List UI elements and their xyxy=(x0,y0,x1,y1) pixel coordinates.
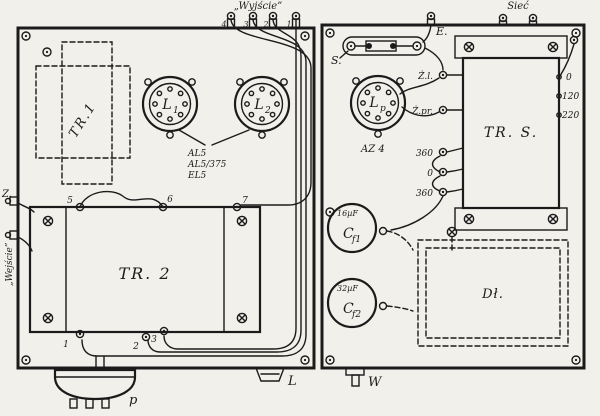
socket-lp-label: L xyxy=(368,95,378,111)
filter-cap-cf1 xyxy=(326,202,378,254)
wire xyxy=(230,19,312,206)
cap-label: C xyxy=(343,226,354,242)
tr2-terminal-number: 6 xyxy=(167,195,173,205)
socket-l1-sub: 1 xyxy=(173,106,179,116)
e-label: E. xyxy=(435,25,448,38)
tube-type: AL5 xyxy=(187,149,206,159)
fuse-cap xyxy=(366,43,372,49)
wire xyxy=(95,355,105,371)
tr2-terminal-number: 5 xyxy=(67,196,73,206)
strip-label: 360 xyxy=(416,149,433,159)
tap-terminal xyxy=(556,74,562,80)
wire xyxy=(147,19,302,353)
cap-value: 32µF xyxy=(337,284,358,293)
filter-cap-cf2 xyxy=(326,277,378,329)
strip-label: 0 xyxy=(427,169,433,179)
output-terminal-number: 2 xyxy=(262,20,268,29)
foot-l-label: L xyxy=(287,374,297,389)
wire xyxy=(446,74,464,111)
switch-w-label: W xyxy=(368,375,383,390)
az4-label: AZ 4 xyxy=(360,144,385,155)
fuse-s-label: S. xyxy=(331,54,342,67)
tr2-terminal-number: 2 xyxy=(132,342,139,352)
tr1-footprint xyxy=(61,41,113,185)
socket-lp-sub: p xyxy=(380,104,386,114)
output-terminal-number: 4 xyxy=(220,20,226,29)
cap-label: C xyxy=(343,301,354,317)
leader-line xyxy=(211,129,250,146)
right-chassis-panel-outline xyxy=(320,23,586,370)
wire xyxy=(559,43,575,77)
strip-label: 360 xyxy=(416,189,433,199)
socket-l2-label: L xyxy=(253,97,263,113)
tube-type: EL5 xyxy=(187,171,207,181)
mains-tap-label: 0 xyxy=(566,73,572,83)
tube-type: AL5/375 xyxy=(187,160,227,170)
wire xyxy=(401,106,440,117)
wire xyxy=(424,47,444,71)
fuse-holder xyxy=(342,36,426,56)
tap-terminal xyxy=(556,93,562,99)
trs-label: TR. S. xyxy=(484,125,538,141)
z-label: Z. xyxy=(1,189,12,200)
socket-l1-label: L xyxy=(161,97,171,113)
plug-pin xyxy=(85,398,94,409)
plug-pin xyxy=(69,398,78,409)
wire xyxy=(17,202,35,213)
switch-stem xyxy=(351,374,360,387)
tr2-terminal-number: 1 xyxy=(63,340,69,350)
cap-sub: f2 xyxy=(351,310,361,320)
wire xyxy=(422,24,432,43)
mains-tap-label: 120 xyxy=(562,92,579,102)
cap-sub: f1 xyxy=(351,235,361,245)
output-terminal-number: 1 xyxy=(286,20,291,29)
wire xyxy=(399,77,440,95)
terminal-icon xyxy=(4,197,12,205)
wire xyxy=(81,19,307,357)
dl-label: Dł. xyxy=(481,287,504,302)
tr2-label: TR. 2 xyxy=(118,264,171,283)
plug-pin xyxy=(101,398,110,409)
plug-p-label: p xyxy=(129,393,138,408)
wire xyxy=(79,190,164,208)
socket-l2-sub: 2 xyxy=(264,106,271,116)
wire xyxy=(390,195,444,231)
output-terminal-number: 3 xyxy=(243,20,248,29)
wyjscie-label: „Wyjście” xyxy=(234,1,283,12)
tr2-terminal-number: 7 xyxy=(242,196,248,206)
mains-tap-label: 220 xyxy=(561,111,579,121)
strip-label: Ż.l. xyxy=(417,70,433,82)
wire xyxy=(386,305,414,312)
choke-dl-outline xyxy=(417,239,569,347)
mains-plug-p xyxy=(53,368,137,401)
trs-flange xyxy=(454,207,568,231)
tr1-footprint xyxy=(35,65,131,159)
terminal-icon xyxy=(4,231,12,239)
rubber-foot-l xyxy=(254,367,286,382)
leader-line xyxy=(339,50,349,59)
tr2-transformer xyxy=(28,205,262,334)
wire xyxy=(163,19,297,350)
wire xyxy=(431,155,441,192)
fuse-cap xyxy=(390,43,396,49)
wejscie-label: „Wejście” xyxy=(4,242,15,286)
cap-value: 16µF xyxy=(337,209,358,218)
wire xyxy=(17,236,33,252)
siec-label: Sieć xyxy=(507,1,529,12)
wire xyxy=(386,230,414,251)
strip-label: Ż.pr. xyxy=(411,105,433,117)
tr2-terminal-number: 3 xyxy=(151,335,157,345)
leader-line xyxy=(178,129,206,146)
tap-terminal xyxy=(556,112,562,118)
choke-dl-outline xyxy=(425,247,561,339)
